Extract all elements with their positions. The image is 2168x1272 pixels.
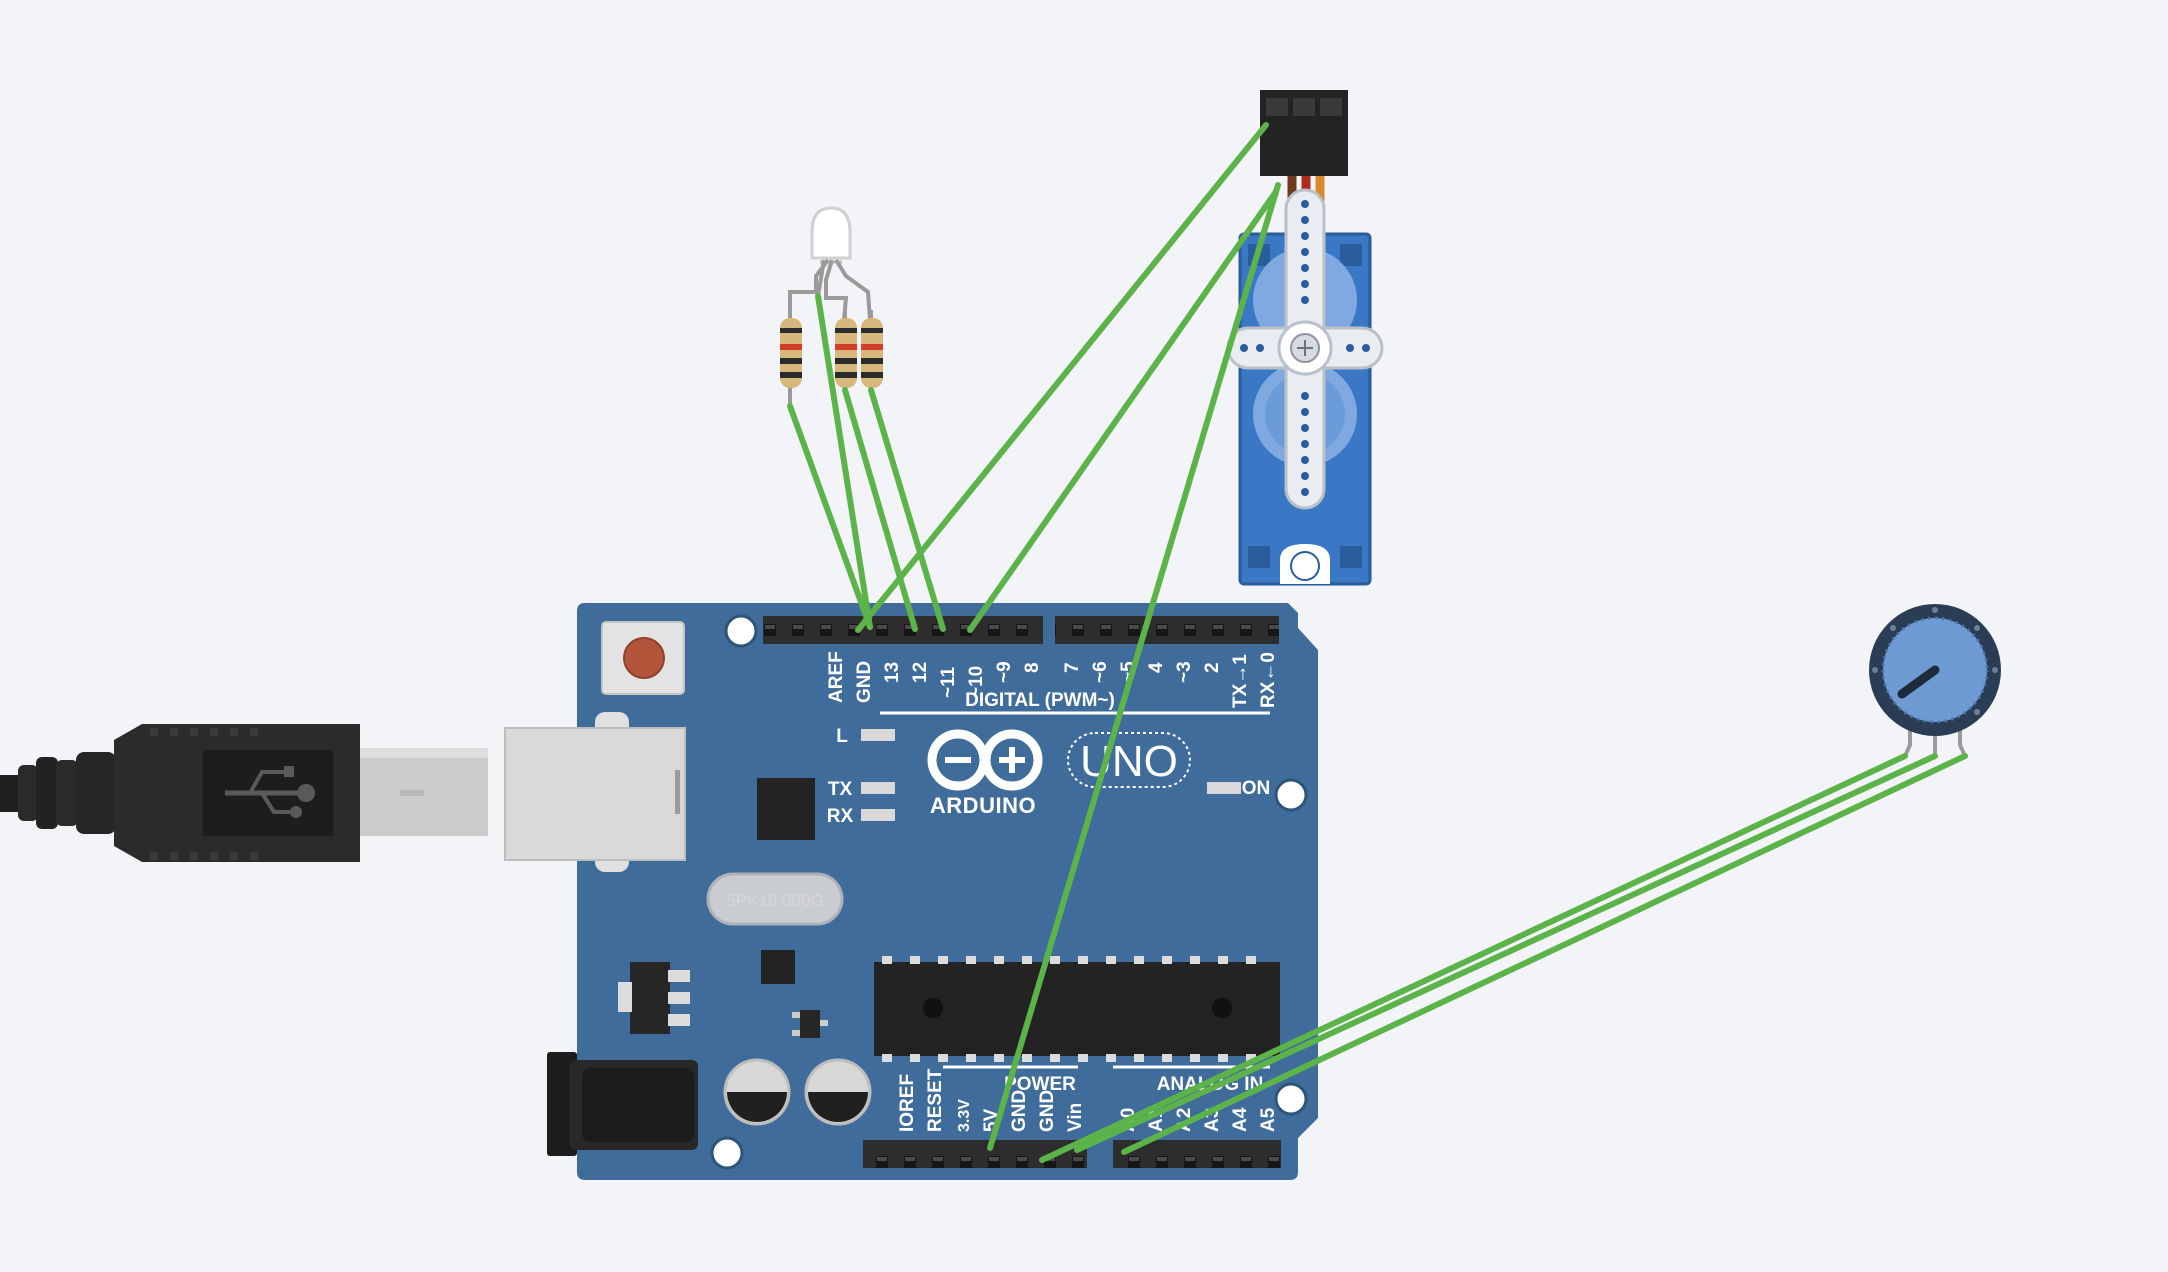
- brand-label: ARDUINO: [930, 793, 1036, 818]
- mounting-hole: [710, 1136, 744, 1170]
- svg-text:RX: RX: [827, 806, 854, 827]
- pin-label: RX←0: [1258, 652, 1279, 708]
- wire: [855, 122, 1269, 633]
- pin-label: GND: [1009, 1090, 1030, 1132]
- crystal-oscillator: 5PK16.000G: [706, 872, 844, 926]
- mounting-hole: [1274, 778, 1308, 812]
- small-chip: [761, 950, 795, 984]
- pin-label: 12: [910, 662, 931, 683]
- usb-port: [504, 712, 686, 872]
- wire: [842, 387, 918, 632]
- digital-header: [763, 616, 1279, 644]
- led-tx: TX: [828, 779, 895, 800]
- svg-text:ON: ON: [1242, 778, 1271, 799]
- wire: [815, 293, 873, 630]
- wire: [868, 387, 946, 632]
- led-on: ON: [1207, 778, 1270, 799]
- svg-text:UNO: UNO: [1080, 737, 1178, 786]
- pin-label: 2: [1202, 662, 1223, 673]
- resistor-3[interactable]: [861, 310, 883, 390]
- pin-label: 7: [1062, 662, 1083, 673]
- wire: [1074, 753, 1938, 1153]
- svg-text:L: L: [836, 726, 848, 747]
- pin-label: IOREF: [897, 1074, 918, 1132]
- pin-label: ~9: [994, 661, 1015, 683]
- usb-controller-chip: [757, 778, 815, 840]
- pin-label: A4: [1230, 1107, 1251, 1132]
- wires[interactable]: [787, 122, 1968, 1163]
- pin-label: 8: [1022, 662, 1043, 673]
- reset-button[interactable]: [601, 621, 685, 695]
- pin-label: ~10: [966, 666, 987, 698]
- mounting-hole: [724, 614, 758, 648]
- svg-text:TX: TX: [828, 779, 853, 800]
- micro-servo[interactable]: [1226, 90, 1384, 586]
- arduino-logo: ARDUINO: [927, 729, 1043, 818]
- resistor-2[interactable]: [835, 310, 857, 390]
- knob-indicator: [1897, 665, 1940, 699]
- pin-label: TX→1: [1230, 654, 1251, 708]
- wire: [987, 182, 1281, 1151]
- pin-label: ~3: [1174, 661, 1195, 683]
- pin-label: GND: [1037, 1090, 1058, 1132]
- wire: [787, 403, 873, 630]
- dc-power-jack: [547, 1052, 698, 1156]
- pin-label: GND: [854, 661, 875, 703]
- pin-label: 4: [1146, 662, 1167, 673]
- led-l: L: [836, 726, 895, 747]
- voltage-regulator: [618, 962, 690, 1034]
- uno-badge: UNO: [1067, 732, 1191, 788]
- pin-label: ~11: [938, 666, 959, 698]
- pin-label: A5: [1258, 1107, 1279, 1132]
- mounting-hole: [1274, 1082, 1308, 1116]
- pin-label: 3.3V: [956, 1099, 973, 1132]
- wire: [967, 190, 1278, 633]
- pin-label: Vin: [1065, 1103, 1086, 1132]
- wire: [1121, 753, 1968, 1155]
- led-rx: RX: [827, 806, 895, 827]
- arduino-uno-board[interactable]: 5PK16.000G: [504, 603, 1318, 1180]
- pin-label: 13: [882, 662, 903, 683]
- wire: [1039, 753, 1908, 1163]
- usb-cable[interactable]: [0, 724, 488, 862]
- digital-header-label: DIGITAL (PWM~): [965, 690, 1115, 711]
- capacitor: [804, 1058, 872, 1126]
- pin-label: RESET: [925, 1068, 946, 1132]
- resistor-1[interactable]: [780, 310, 802, 406]
- pin-label: ~6: [1090, 661, 1111, 683]
- rgb-led[interactable]: [788, 206, 872, 321]
- potentiometer[interactable]: [1869, 604, 2001, 757]
- usb-symbol-icon: [203, 750, 333, 836]
- atmega-chip: [874, 956, 1280, 1062]
- transistor: [792, 1010, 828, 1038]
- capacitor: [723, 1058, 791, 1126]
- svg-text:5PK16.000G: 5PK16.000G: [726, 891, 823, 910]
- pin-label: AREF: [826, 651, 847, 703]
- power-header-label: POWER: [1004, 1074, 1076, 1095]
